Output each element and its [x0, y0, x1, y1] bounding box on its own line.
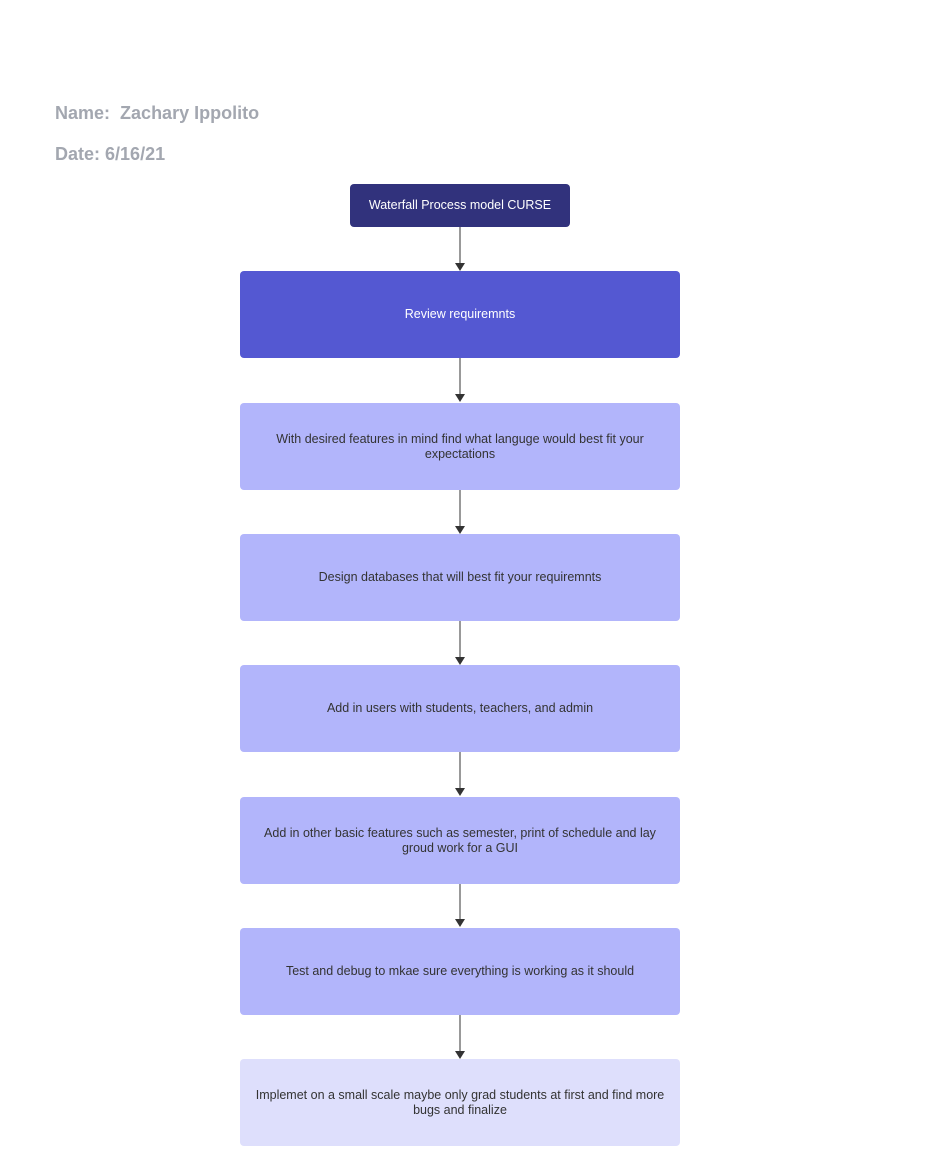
step-box-2: With desired features in mind find what … — [240, 403, 680, 490]
step-text-1: Review requiremnts — [404, 307, 516, 321]
step-box-1: Review requiremnts — [240, 271, 680, 358]
step-text-7: Implemet on a small scale maybe only gra… — [255, 1087, 665, 1117]
step-text-5: Add in other basic features such as seme… — [264, 825, 656, 855]
step-box-7: Implemet on a small scale maybe only gra… — [240, 1059, 680, 1146]
diagram-title: Waterfall Process model CURSE — [368, 198, 552, 212]
step-box-6: Test and debug to mkae sure everything i… — [240, 928, 680, 1015]
step-text-2: With desired features in mind find what … — [276, 431, 644, 461]
name-value: Zachary Ippolito — [120, 103, 260, 123]
diagram-title-box: Waterfall Process model CURSE — [350, 184, 570, 227]
step-text-6: Test and debug to mkae sure everything i… — [285, 964, 635, 978]
name-line: Name: Zachary Ippolito — [55, 103, 259, 124]
step-box-4: Add in users with students, teachers, an… — [240, 665, 680, 752]
date-value: 6/16/21 — [105, 144, 166, 164]
step-text-4: Add in users with students, teachers, an… — [326, 701, 594, 715]
step-text-3: Design databases that will best fit your… — [318, 570, 602, 584]
step-box-5: Add in other basic features such as seme… — [240, 797, 680, 884]
name-label: Name: — [55, 103, 111, 123]
date-line: Date: 6/16/21 — [55, 144, 165, 165]
step-box-3: Design databases that will best fit your… — [240, 534, 680, 621]
date-label: Date: — [55, 144, 101, 164]
